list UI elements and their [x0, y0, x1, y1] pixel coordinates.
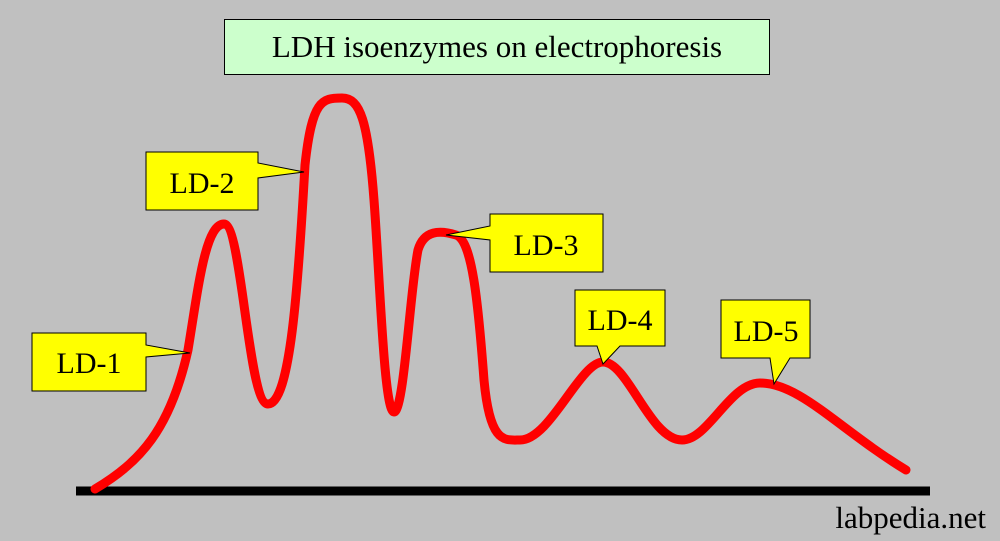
label-ld-5: LD-5 — [734, 315, 799, 348]
callout-ld-1: LD-1 — [31, 332, 191, 392]
label-ld-4: LD-4 — [588, 304, 653, 337]
electrophoresis-curve — [90, 93, 911, 494]
callout-ld-4: LD-4 — [574, 289, 666, 365]
callout-ld-5: LD-5 — [720, 299, 811, 386]
label-ld-2: LD-2 — [170, 167, 235, 200]
label-ld-3: LD-3 — [514, 229, 579, 262]
label-ld-1: LD-1 — [57, 347, 122, 380]
callout-ld-3: LD-3 — [445, 213, 604, 273]
watermark-text: labpedia.net — [835, 500, 986, 535]
callout-ld-2: LD-2 — [145, 151, 305, 211]
diagram-title: LDH isoenzymes on electrophoresis — [224, 19, 770, 75]
